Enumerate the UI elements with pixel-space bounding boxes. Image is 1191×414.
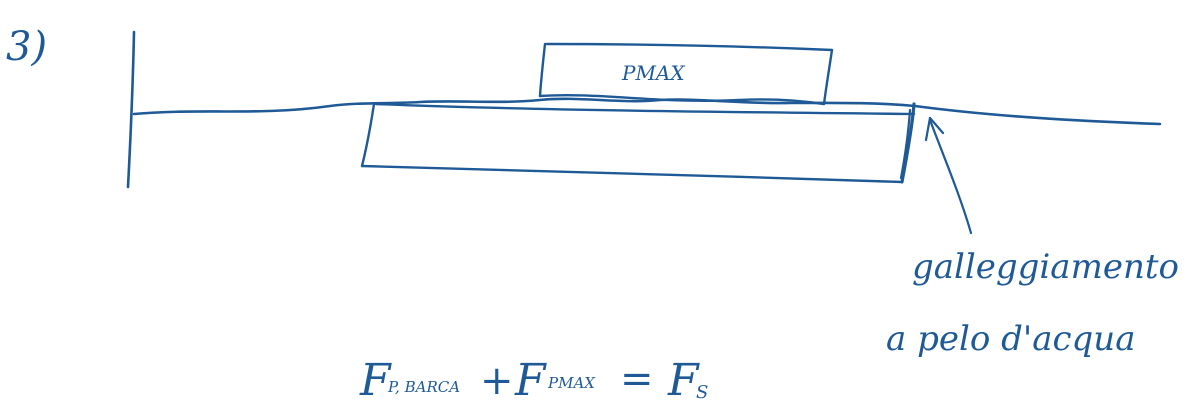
boat [360,102,916,184]
equation-plus: + [480,358,514,404]
load-block [538,42,834,106]
equation-term2-subscript: PMAX [547,374,596,392]
problem-number: 3) [6,24,47,70]
equation-term3: F [667,355,700,406]
load-label: PMAX [621,61,685,85]
equation-term1-subscript: P, BARCA [387,378,460,396]
floating-label-line2: a pelo d'acqua [886,319,1135,359]
equation-term1: F [359,355,392,406]
equation-term2: F [514,355,547,406]
annotation-arrow [924,116,973,235]
equation-term3-subscript: S [696,382,708,403]
left-wall [126,30,136,189]
equation: F P, BARCA + F PMAX = F S [359,355,708,406]
floating-label-line1: galleggiamento [912,247,1179,287]
equation-equals: = [620,356,654,402]
